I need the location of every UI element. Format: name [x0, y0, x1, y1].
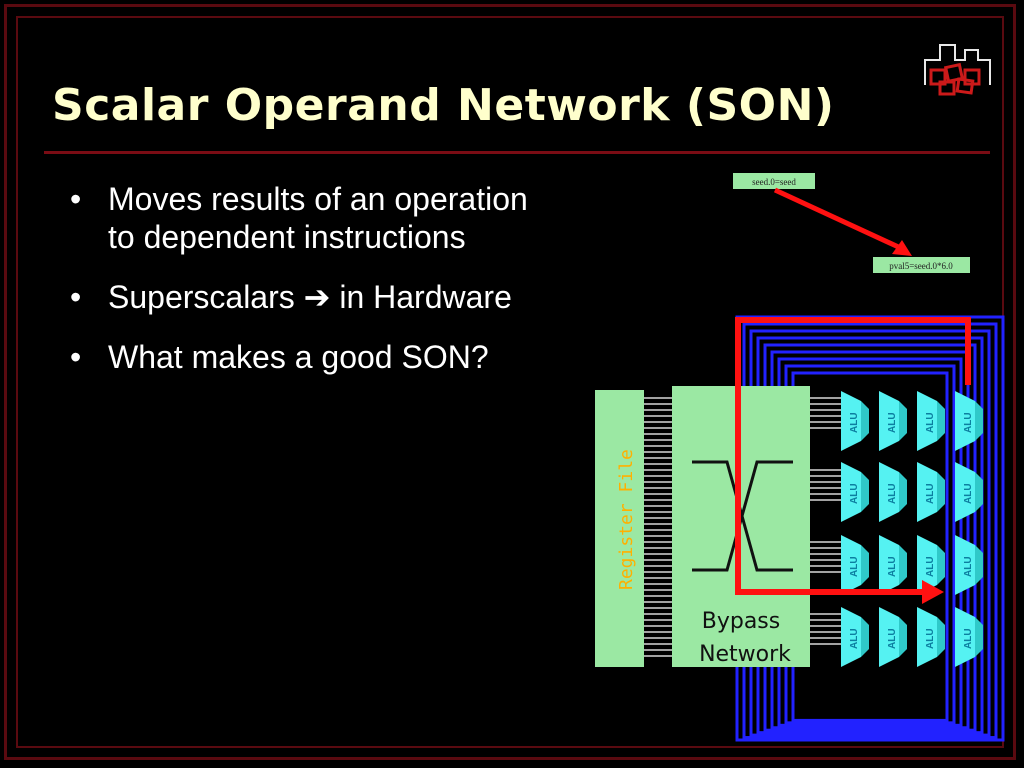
alu-side: [975, 401, 983, 441]
alu-side: [937, 401, 945, 441]
alu-label: ALU: [925, 483, 936, 504]
bypass-label-line1: Bypass: [702, 609, 780, 634]
bypass-label-line2: Network: [699, 642, 791, 667]
alu-shape: [841, 535, 861, 595]
alu-side: [937, 545, 945, 585]
alu-label: ALU: [849, 412, 860, 433]
alu-shape: [955, 391, 975, 451]
alu-label: ALU: [887, 556, 898, 577]
alu-shape: [917, 391, 937, 451]
code-box-pval: pval5=seed.0*6.0: [873, 257, 970, 273]
alu-shape: [841, 607, 861, 667]
code-box-pval-label: pval5=seed.0*6.0: [889, 261, 953, 271]
alu-unit: ALU: [955, 535, 983, 595]
bullet-text: What makes a good SON?: [108, 339, 489, 375]
alu-side: [861, 617, 869, 657]
alu-side: [861, 401, 869, 441]
register-file-label: Register File: [616, 449, 637, 590]
bullet-text-line1: Moves results of an operation: [108, 181, 528, 217]
alu-side: [899, 401, 907, 441]
alu-shape: [955, 462, 975, 522]
alu-unit: ALU: [841, 535, 869, 595]
alu-unit: ALU: [841, 607, 869, 667]
alu-label: ALU: [887, 412, 898, 433]
alu-label: ALU: [925, 412, 936, 433]
alu-unit: ALU: [841, 391, 869, 451]
bullet-item: • What makes a good SON?: [70, 338, 630, 376]
alu-unit: ALU: [879, 535, 907, 595]
title-divider: [44, 151, 990, 154]
alu-shape: [879, 535, 899, 595]
alu-side: [975, 617, 983, 657]
bullet-dot: •: [70, 339, 82, 375]
register-file: Register File: [595, 390, 644, 667]
alu-label: ALU: [849, 483, 860, 504]
bullet-dot: •: [70, 181, 82, 217]
alu-shape: [879, 391, 899, 451]
alu-unit: ALU: [917, 391, 945, 451]
operand-path: [735, 317, 971, 604]
bullet-dot: •: [70, 279, 82, 315]
alu-shape: [917, 607, 937, 667]
alu-label: ALU: [887, 483, 898, 504]
dependency-arrow: [773, 187, 912, 256]
alu-unit: ALU: [879, 607, 907, 667]
alu-side: [937, 617, 945, 657]
alu-shape: [879, 607, 899, 667]
slide-frame-outer: [4, 4, 1016, 760]
alu-label: ALU: [925, 556, 936, 577]
alu-label: ALU: [963, 556, 974, 577]
alu-label: ALU: [963, 483, 974, 504]
alu-shape: [955, 607, 975, 667]
alu-unit: ALU: [879, 391, 907, 451]
alu-shape: [879, 462, 899, 522]
bullet-text-line2: to dependent instructions: [108, 219, 466, 255]
alu-side: [975, 545, 983, 585]
alu-side: [899, 545, 907, 585]
alu-unit: ALU: [955, 607, 983, 667]
alu-side: [861, 472, 869, 512]
alu-side: [975, 472, 983, 512]
alu-label: ALU: [963, 628, 974, 649]
slide-title: Scalar Operand Network (SON): [52, 80, 835, 131]
alu-unit: ALU: [841, 462, 869, 522]
alu-label: ALU: [887, 628, 898, 649]
alu-unit: ALU: [879, 462, 907, 522]
bullet-text: Superscalars ➔ in Hardware: [108, 279, 512, 315]
alu-label: ALU: [963, 412, 974, 433]
alu-side: [937, 472, 945, 512]
bullet-item: • Moves results of an operation to depen…: [70, 180, 630, 256]
bullet-list: • Moves results of an operation to depen…: [70, 180, 630, 398]
alu-side: [899, 472, 907, 512]
alu-shape: [917, 462, 937, 522]
alu-unit: ALU: [955, 462, 983, 522]
alu-shape: [841, 391, 861, 451]
code-box-seed: seed.0=seed: [733, 173, 815, 189]
bypass-alu-connectors: [810, 397, 842, 645]
alu-unit: ALU: [917, 462, 945, 522]
alu-shape: [841, 462, 861, 522]
code-box-seed-label: seed.0=seed: [752, 177, 796, 187]
bullet-item: • Superscalars ➔ in Hardware: [70, 278, 630, 316]
alu-label: ALU: [849, 556, 860, 577]
alu-side: [899, 617, 907, 657]
alu-grid: ALU ALU ALU ALU ALU ALU ALU ALU ALU ALU ALU ALU ALU A…: [841, 391, 983, 667]
alu-label: ALU: [925, 628, 936, 649]
alu-shape: [955, 535, 975, 595]
alu-unit: ALU: [955, 391, 983, 451]
alu-label: ALU: [849, 628, 860, 649]
alu-unit: ALU: [917, 607, 945, 667]
alu-side: [861, 545, 869, 585]
register-file-connectors: [644, 397, 672, 657]
building-skyline-logo: [924, 44, 991, 96]
